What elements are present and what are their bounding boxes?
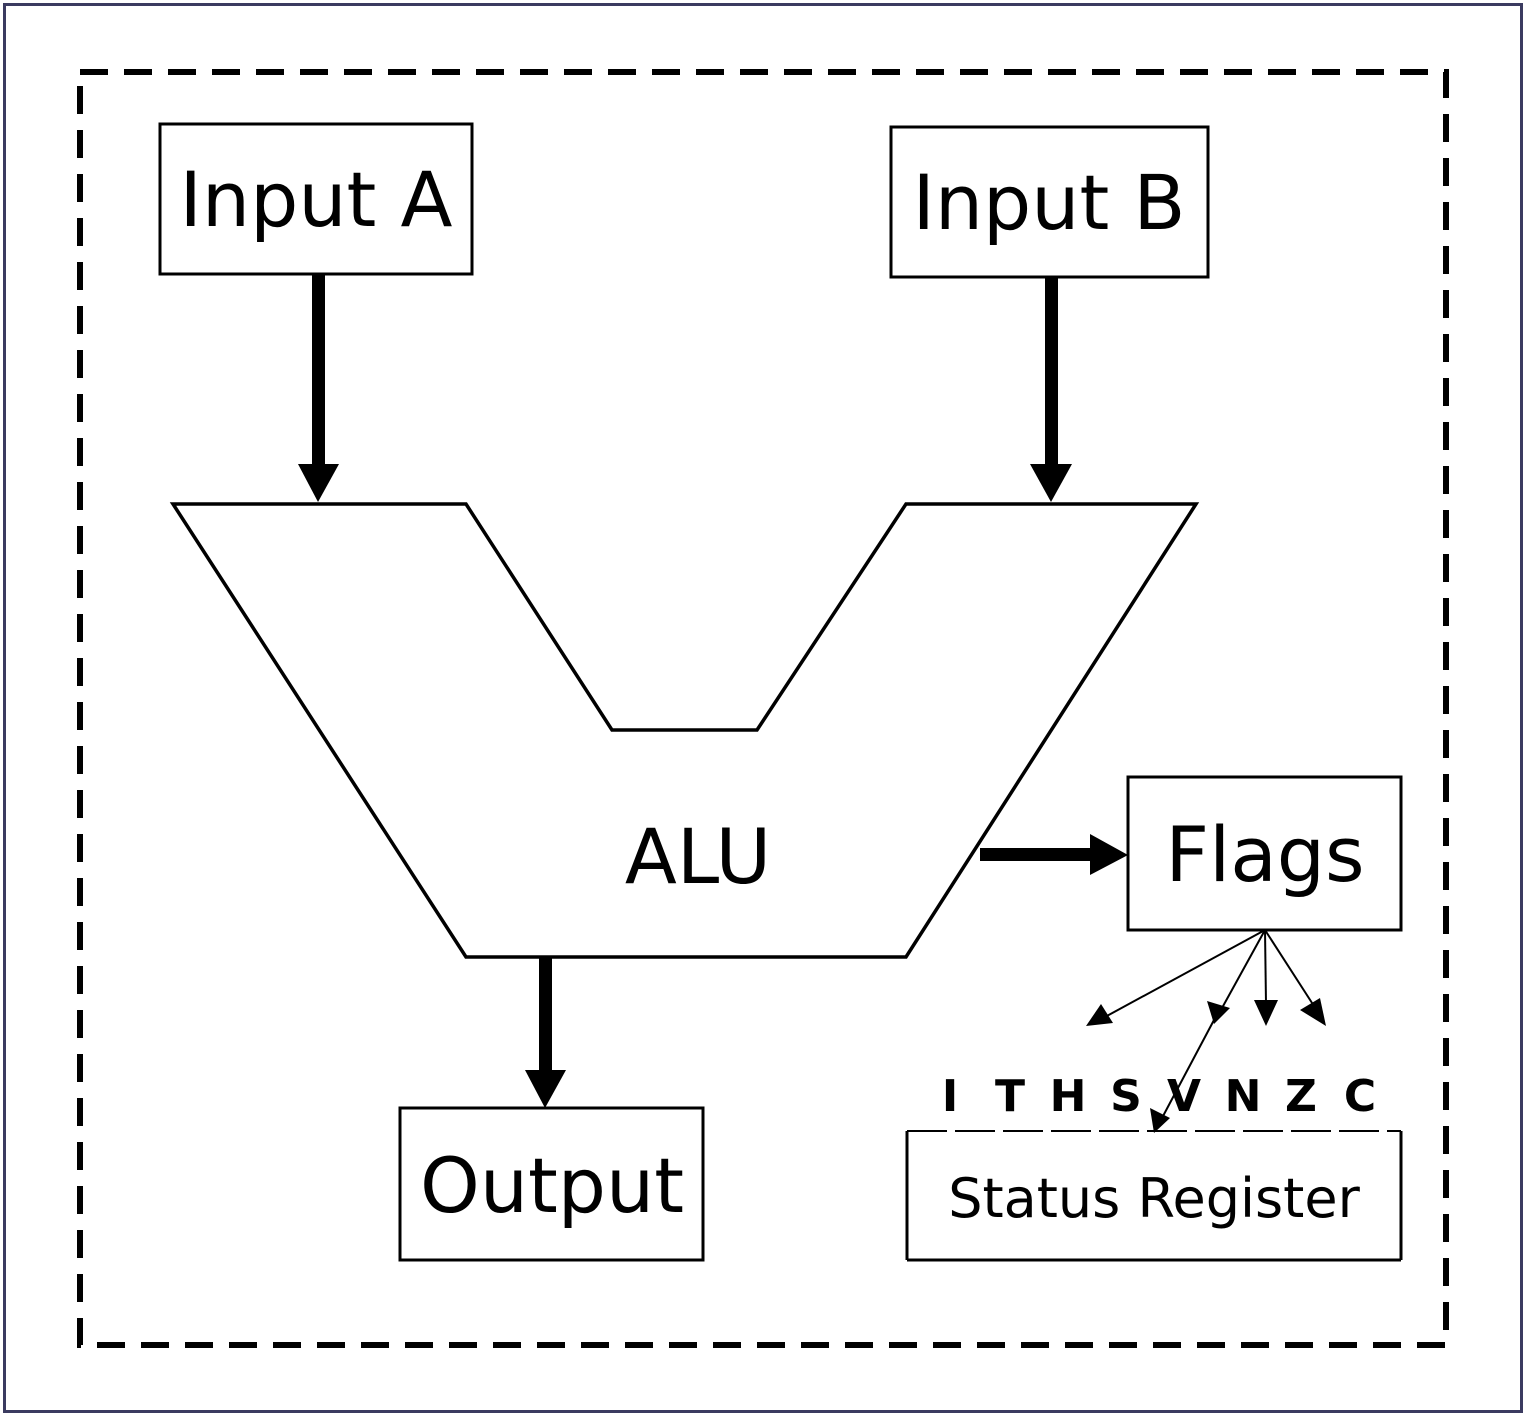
arrow-input-a-to-alu bbox=[298, 274, 339, 502]
flag-bit-s: S bbox=[1110, 1071, 1142, 1122]
flag-bit-h: H bbox=[1050, 1071, 1087, 1122]
arrow-input-b-to-alu bbox=[1030, 277, 1072, 502]
flag-bit-v: V bbox=[1167, 1071, 1201, 1122]
flag-fanout-arrows bbox=[1086, 929, 1326, 1133]
flags-box: Flags bbox=[1126, 775, 1403, 932]
flag-bit-z: Z bbox=[1285, 1071, 1317, 1122]
flags-label: Flags bbox=[1165, 810, 1364, 899]
alu-label: ALU bbox=[625, 812, 771, 901]
arrow-alu-to-flags bbox=[980, 834, 1128, 875]
system-boundary bbox=[77, 69, 1449, 1348]
outer-frame bbox=[3, 3, 1523, 1413]
arrow-alu-to-output bbox=[525, 957, 566, 1108]
flag-bit-i: I bbox=[942, 1071, 958, 1122]
input-a-label: Input A bbox=[180, 155, 453, 244]
flag-bits: I T H S V N Z C bbox=[942, 1071, 1376, 1122]
output-label: Output bbox=[420, 1141, 684, 1230]
alu-block: ALU bbox=[169, 502, 1200, 959]
flag-bit-c: C bbox=[1344, 1071, 1376, 1122]
input-a-box: Input A bbox=[158, 122, 474, 276]
input-b-box: Input B bbox=[889, 125, 1210, 279]
flag-bit-n: N bbox=[1225, 1071, 1262, 1122]
status-register-box: Status Register bbox=[905, 1130, 1403, 1262]
input-b-label: Input B bbox=[912, 158, 1185, 247]
flag-bit-t: T bbox=[995, 1071, 1025, 1122]
output-box: Output bbox=[398, 1106, 705, 1262]
status-register-label: Status Register bbox=[948, 1167, 1360, 1230]
